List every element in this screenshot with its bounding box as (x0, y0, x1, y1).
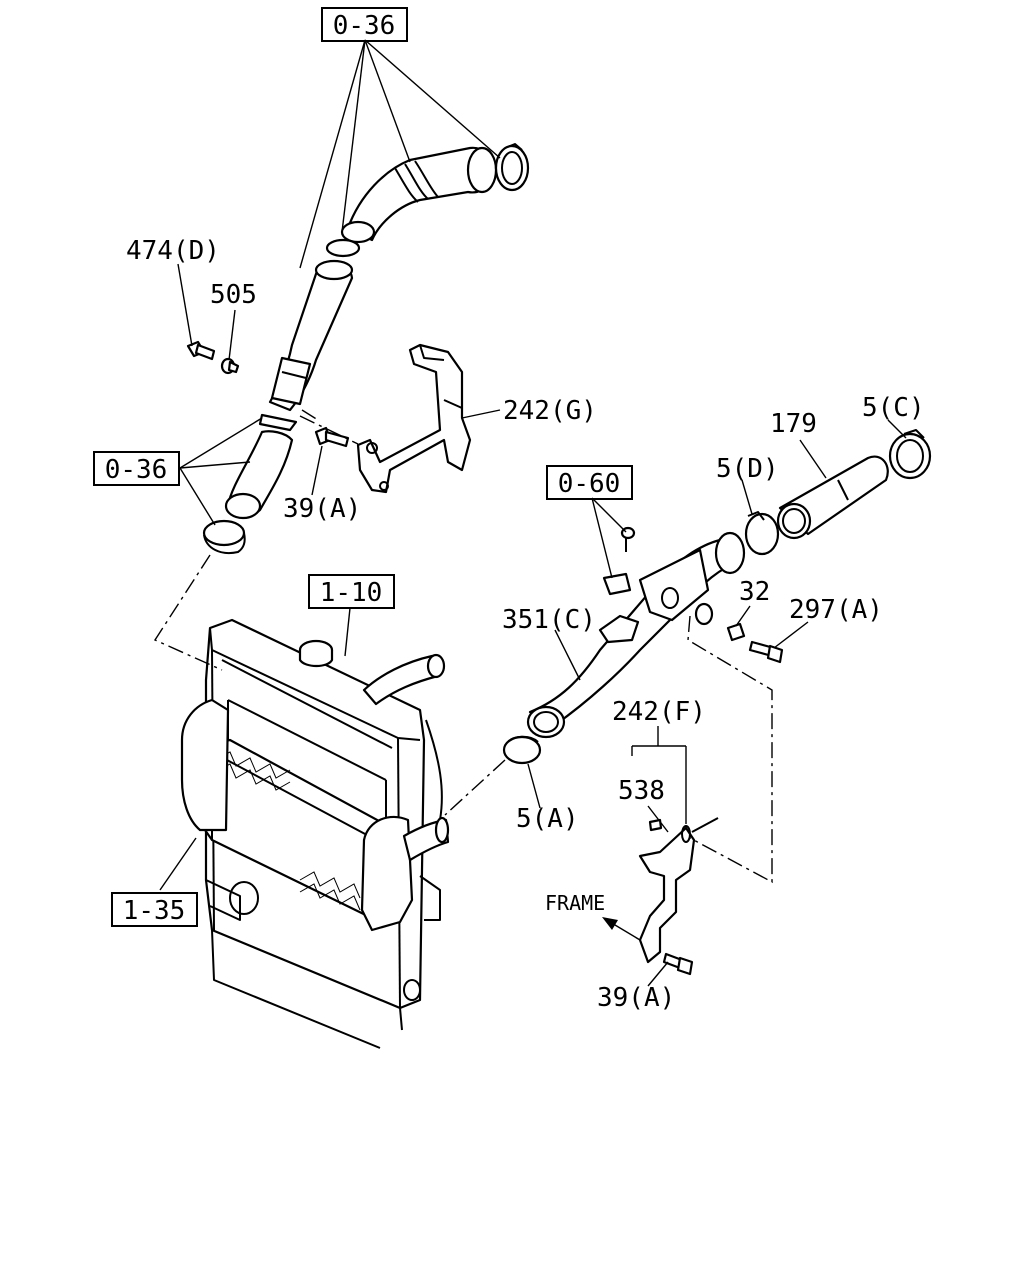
label-179: 179 (770, 409, 817, 439)
bolt-474d (186, 340, 216, 361)
svg-text:0-36: 0-36 (105, 455, 168, 485)
label-5a: 5(A) (516, 804, 579, 834)
label-351c: 351(C) (502, 605, 596, 635)
label-32: 32 (739, 577, 770, 607)
label-5c: 5(C) (862, 393, 925, 423)
bracket-242g (356, 343, 472, 494)
label-474d: 474(D) (126, 236, 220, 266)
label-242g: 242(G) (503, 396, 597, 426)
radiator-intercooler (180, 618, 450, 1049)
label-5d: 5(D) (716, 454, 779, 484)
washer-505 (220, 357, 240, 375)
bolt-39a-upper (314, 426, 350, 448)
leader-lines (159, 39, 907, 987)
pin-538 (648, 818, 663, 832)
label-505: 505 (210, 280, 257, 310)
clip-0-60 (602, 526, 636, 596)
connection-lines (153, 409, 773, 884)
label-538: 538 (618, 776, 665, 806)
svg-text:0-60: 0-60 (558, 469, 621, 499)
nut-32 (726, 622, 746, 642)
svg-text:0-36: 0-36 (333, 11, 396, 41)
clamp-5d (744, 511, 780, 556)
svg-text:1-35: 1-35 (123, 896, 186, 926)
hose-179 (776, 455, 889, 540)
ref-box-1-35: 1-35 (111, 892, 198, 927)
label-242f: 242(F) (612, 697, 706, 727)
clamp-5a (502, 735, 542, 765)
ref-box-0-36-top: 0-36 (321, 7, 408, 42)
ref-box-1-10: 1-10 (308, 574, 395, 609)
upper-intake-hose (202, 143, 530, 554)
pipe-351c (526, 531, 746, 739)
clamp-5c (888, 429, 932, 480)
label-frame: FRAME (545, 891, 605, 915)
svg-text:1-10: 1-10 (320, 578, 383, 608)
label-297a: 297(A) (789, 595, 883, 625)
washer-right (694, 602, 714, 626)
label-39a-lower: 39(A) (597, 983, 675, 1013)
bolt-297a (748, 640, 784, 664)
bracket-242f (638, 817, 719, 964)
ref-box-0-36-mid: 0-36 (93, 451, 180, 486)
ref-box-0-60: 0-60 (546, 465, 633, 500)
bolt-39a-lower (662, 952, 694, 976)
label-39a-upper: 39(A) (283, 494, 361, 524)
